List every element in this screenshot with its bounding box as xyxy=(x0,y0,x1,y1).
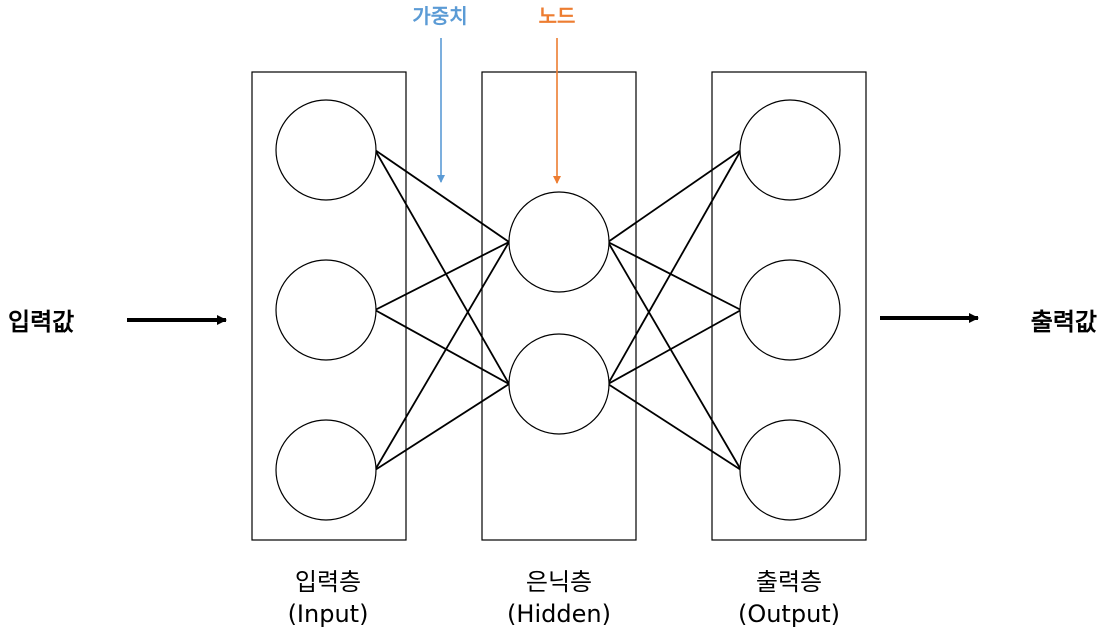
output-value-label: 출력값 xyxy=(1031,308,1097,336)
edge xyxy=(374,241,510,311)
output-layer-sub: (Output) xyxy=(738,600,840,628)
input-layer-name: 입력층 xyxy=(295,568,361,596)
edge xyxy=(374,149,510,385)
output-node xyxy=(739,259,841,361)
output-layer-name: 출력층 xyxy=(756,568,822,596)
hidden-node xyxy=(508,333,610,435)
hidden-node xyxy=(508,191,610,293)
output-node xyxy=(739,419,841,521)
edge xyxy=(374,149,510,243)
weight-annotation-label: 가중치 xyxy=(412,4,467,28)
edge xyxy=(607,383,742,471)
edge xyxy=(374,383,510,471)
input-value-label: 입력값 xyxy=(8,308,74,336)
node-annotation-label: 노드 xyxy=(539,4,576,28)
output-node xyxy=(739,99,841,201)
edge xyxy=(607,241,742,471)
hidden-layer-sub: (Hidden) xyxy=(507,600,611,628)
edge xyxy=(607,149,742,385)
hidden-layer-name: 은닉층 xyxy=(526,568,592,596)
edges-input-hidden xyxy=(374,149,510,471)
edge xyxy=(374,241,510,471)
input-node xyxy=(275,99,377,201)
edge xyxy=(607,149,742,243)
edge xyxy=(607,241,742,311)
output-layer-box xyxy=(711,71,867,541)
edges-hidden-output xyxy=(607,149,742,471)
hidden-layer-box xyxy=(481,71,637,541)
input-layer-box xyxy=(251,71,407,541)
input-node xyxy=(275,259,377,361)
input-layer-sub: (Input) xyxy=(288,600,369,628)
edge xyxy=(607,309,742,385)
edge xyxy=(374,309,510,385)
input-node xyxy=(275,419,377,521)
